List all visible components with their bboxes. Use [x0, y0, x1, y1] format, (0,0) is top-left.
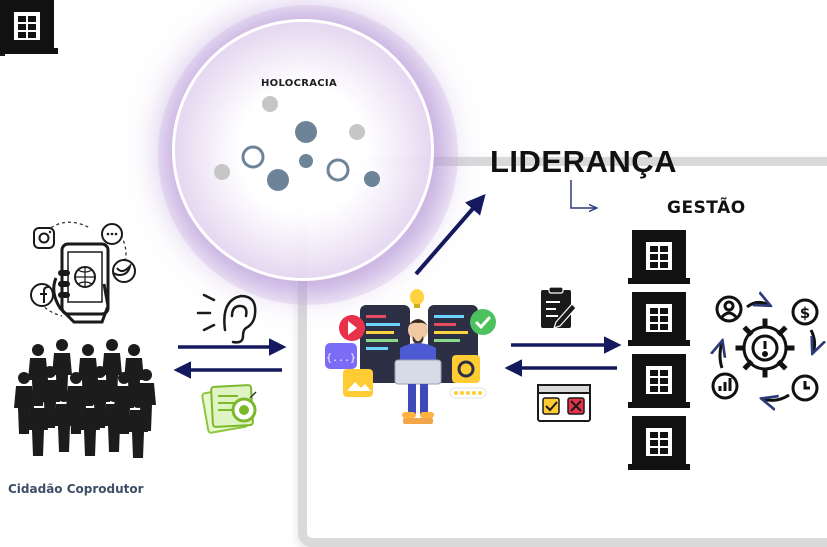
- management-cycle-icon: $: [713, 297, 817, 400]
- lideranca-arrow: [414, 193, 486, 276]
- building-icon: [0, 0, 690, 470]
- holocracia-title: HOLOCRACIA: [261, 78, 337, 89]
- gestao-title: GESTÃO: [667, 198, 746, 218]
- checkbox-form-icon: [537, 384, 591, 422]
- lideranca-title: LIDERANÇA: [490, 144, 678, 179]
- social-media-phone-icon: [30, 221, 136, 324]
- chat-icon: [101, 223, 123, 245]
- facebook-icon: [30, 283, 54, 307]
- svg-text:$: $: [800, 304, 810, 322]
- cidadao-label: Cidadão Coprodutor: [8, 482, 144, 496]
- developer-workstation-icon: {...}: [325, 289, 496, 424]
- ear-icon: [196, 293, 257, 344]
- holocracia-circle: HOLOCRACIA: [172, 19, 434, 281]
- crowd-icon: [0, 0, 156, 458]
- svg-text:{...}: {...}: [326, 353, 356, 364]
- instagram-icon: [33, 227, 55, 249]
- contract-sign-icon: [541, 286, 577, 329]
- twitter-icon: [112, 259, 136, 283]
- holocracia-dots: [214, 96, 380, 191]
- approved-document-icon: [201, 384, 257, 434]
- elbow-arrow: [570, 180, 596, 208]
